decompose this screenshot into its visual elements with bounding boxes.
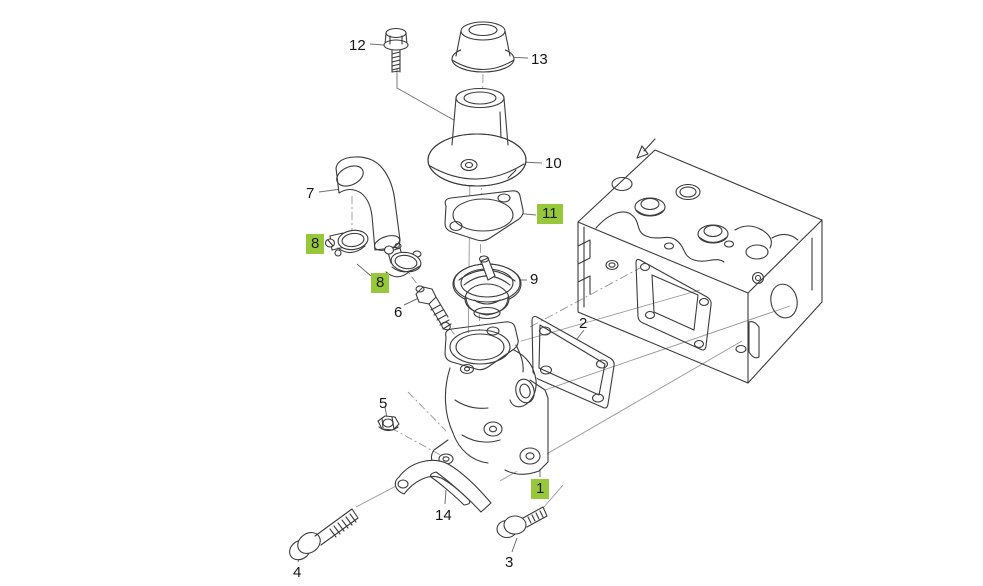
part-gasket-11: [444, 190, 524, 242]
callout-7[interactable]: 7: [306, 185, 315, 202]
parts: [289, 21, 823, 561]
callout-8-upper[interactable]: 8: [306, 234, 325, 254]
callout-1[interactable]: 1: [531, 479, 550, 499]
part-bolt-12: [383, 27, 409, 73]
part-nut-5: [377, 415, 400, 432]
part-fitting-6: [415, 285, 452, 333]
callout-4[interactable]: 4: [293, 564, 302, 581]
callout-5[interactable]: 5: [379, 395, 388, 412]
callout-10[interactable]: 10: [545, 155, 562, 172]
callout-11[interactable]: 11: [537, 204, 563, 224]
part-cap-13: [451, 21, 515, 73]
callout-6[interactable]: 6: [394, 304, 403, 321]
callout-9[interactable]: 9: [530, 271, 539, 288]
construction-lines: [351, 68, 791, 508]
part-clamp-8b: [383, 242, 422, 278]
callout-2[interactable]: 2: [579, 315, 588, 332]
part-bracket-14: [394, 459, 492, 513]
part-thermostat-9: [452, 255, 522, 320]
part-cover-10: [427, 87, 527, 187]
callout-14[interactable]: 14: [435, 507, 452, 524]
part-bolt-3: [496, 506, 548, 539]
callout-8-lower[interactable]: 8: [371, 273, 390, 293]
callout-13[interactable]: 13: [531, 51, 548, 68]
callout-12[interactable]: 12: [349, 37, 366, 54]
part-case-1: [430, 321, 549, 475]
part-gasket-2: [531, 315, 615, 409]
part-clamp-8a: [324, 229, 369, 257]
part-bolt-4: [289, 508, 359, 561]
part-hose-7: [335, 156, 401, 251]
callout-3[interactable]: 3: [505, 554, 514, 571]
part-cylinder-head: [577, 138, 823, 384]
